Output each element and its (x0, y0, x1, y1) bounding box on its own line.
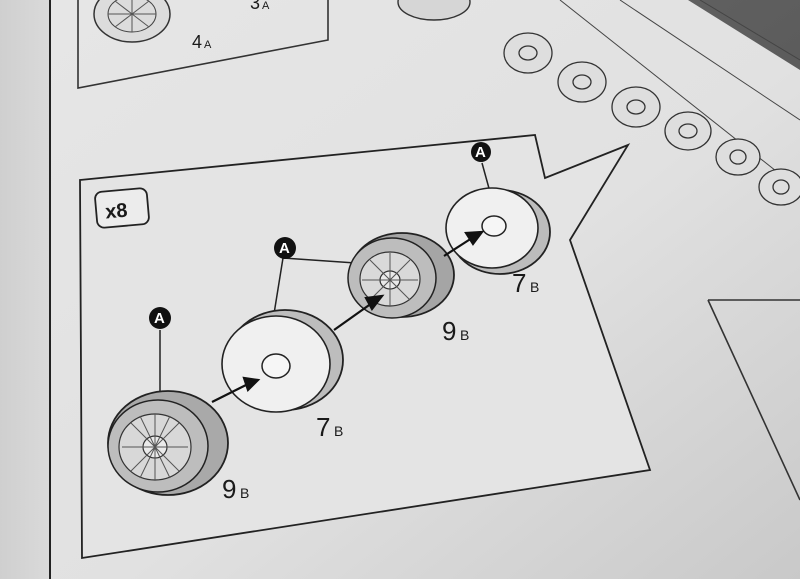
part-label-3a-num: 3 (250, 0, 260, 13)
svg-text:A: A (279, 240, 290, 257)
part-label-num: 7 (316, 412, 330, 442)
part-label-4a-num: 4 (192, 32, 202, 52)
spoked-wheel-part-2 (347, 232, 455, 319)
part-label-num: 9 (222, 474, 236, 504)
attach-marker-2: A (274, 237, 296, 259)
multiplier-badge: x8 (94, 187, 150, 229)
wheel-part-icon (93, 0, 171, 43)
previous-step-panel (77, 0, 471, 89)
part-label-num: 9 (442, 316, 456, 346)
svg-text:A: A (475, 144, 486, 161)
multiplier-text: x8 (104, 200, 128, 224)
tire-part-1 (221, 309, 344, 413)
left-page-edge (0, 0, 50, 579)
attach-marker-1: A (149, 307, 171, 329)
part-label-4a-sub: A (204, 39, 212, 51)
assembly-arrows (211, 230, 485, 403)
part-label-sub: B (240, 485, 249, 501)
svg-text:A: A (154, 310, 165, 327)
part-label-sub: B (530, 279, 539, 295)
part-label-sub: B (460, 327, 469, 343)
part-label-sub: B (334, 423, 343, 439)
spoked-wheel-part-1 (107, 390, 229, 496)
part-label-num: 7 (512, 268, 526, 298)
attach-marker-3: A (471, 142, 491, 162)
tire-part-2 (445, 187, 551, 275)
assembly-diagram (503, 0, 800, 206)
small-wheel-icon (397, 0, 471, 21)
part-label-3a-sub: A (262, 0, 270, 12)
